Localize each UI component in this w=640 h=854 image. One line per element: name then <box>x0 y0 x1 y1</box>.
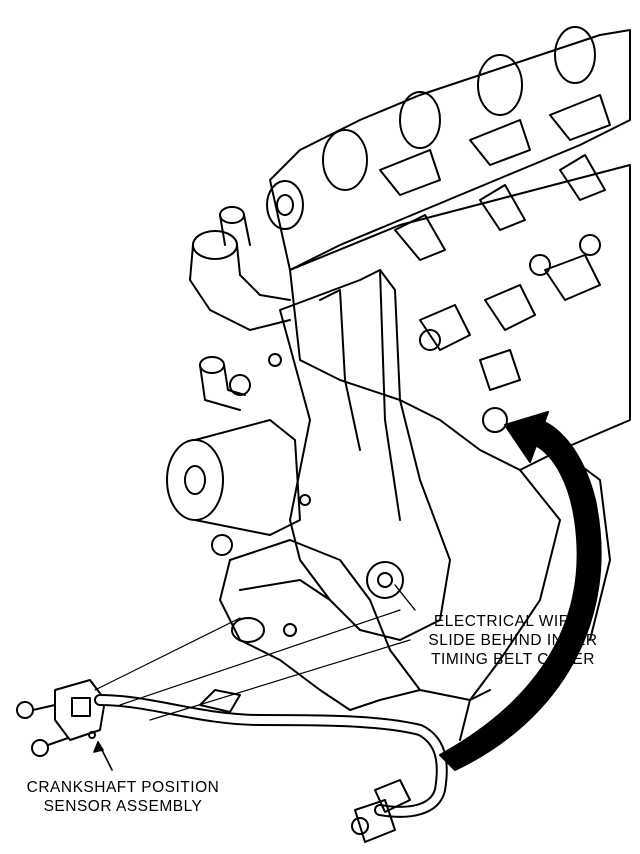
routing-arrow <box>439 411 602 771</box>
crankshaft-sensor <box>16 679 106 757</box>
guide-lines <box>94 609 411 721</box>
electrical-wires-label-line: ELECTRICAL WIRES <box>433 613 593 630</box>
water-pump <box>166 374 301 556</box>
inner-timing-belt-cover <box>268 269 451 641</box>
wires-callout-line <box>394 584 416 611</box>
camshaft-assembly <box>266 26 631 271</box>
electrical-wires-label-line: TIMING BELT COVER <box>431 651 595 668</box>
crankshaft-sensor-label: CRANKSHAFT POSITION SENSOR ASSEMBLY <box>18 778 228 816</box>
coolant-pipes <box>189 206 291 411</box>
crankshaft-sensor-label-line: SENSOR ASSEMBLY <box>43 798 203 815</box>
electrical-wires-label-line: SLIDE BEHIND INNER <box>428 632 598 649</box>
engine-block <box>289 164 631 741</box>
crankcase <box>219 539 491 711</box>
crankshaft-sensor-label-line: CRANKSHAFT POSITION <box>26 779 220 796</box>
electrical-wires-label: ELECTRICAL WIRES SLIDE BEHIND INNER TIMI… <box>406 612 620 669</box>
wire-harness <box>94 689 448 843</box>
sensor-pointer-arrow <box>93 741 113 771</box>
